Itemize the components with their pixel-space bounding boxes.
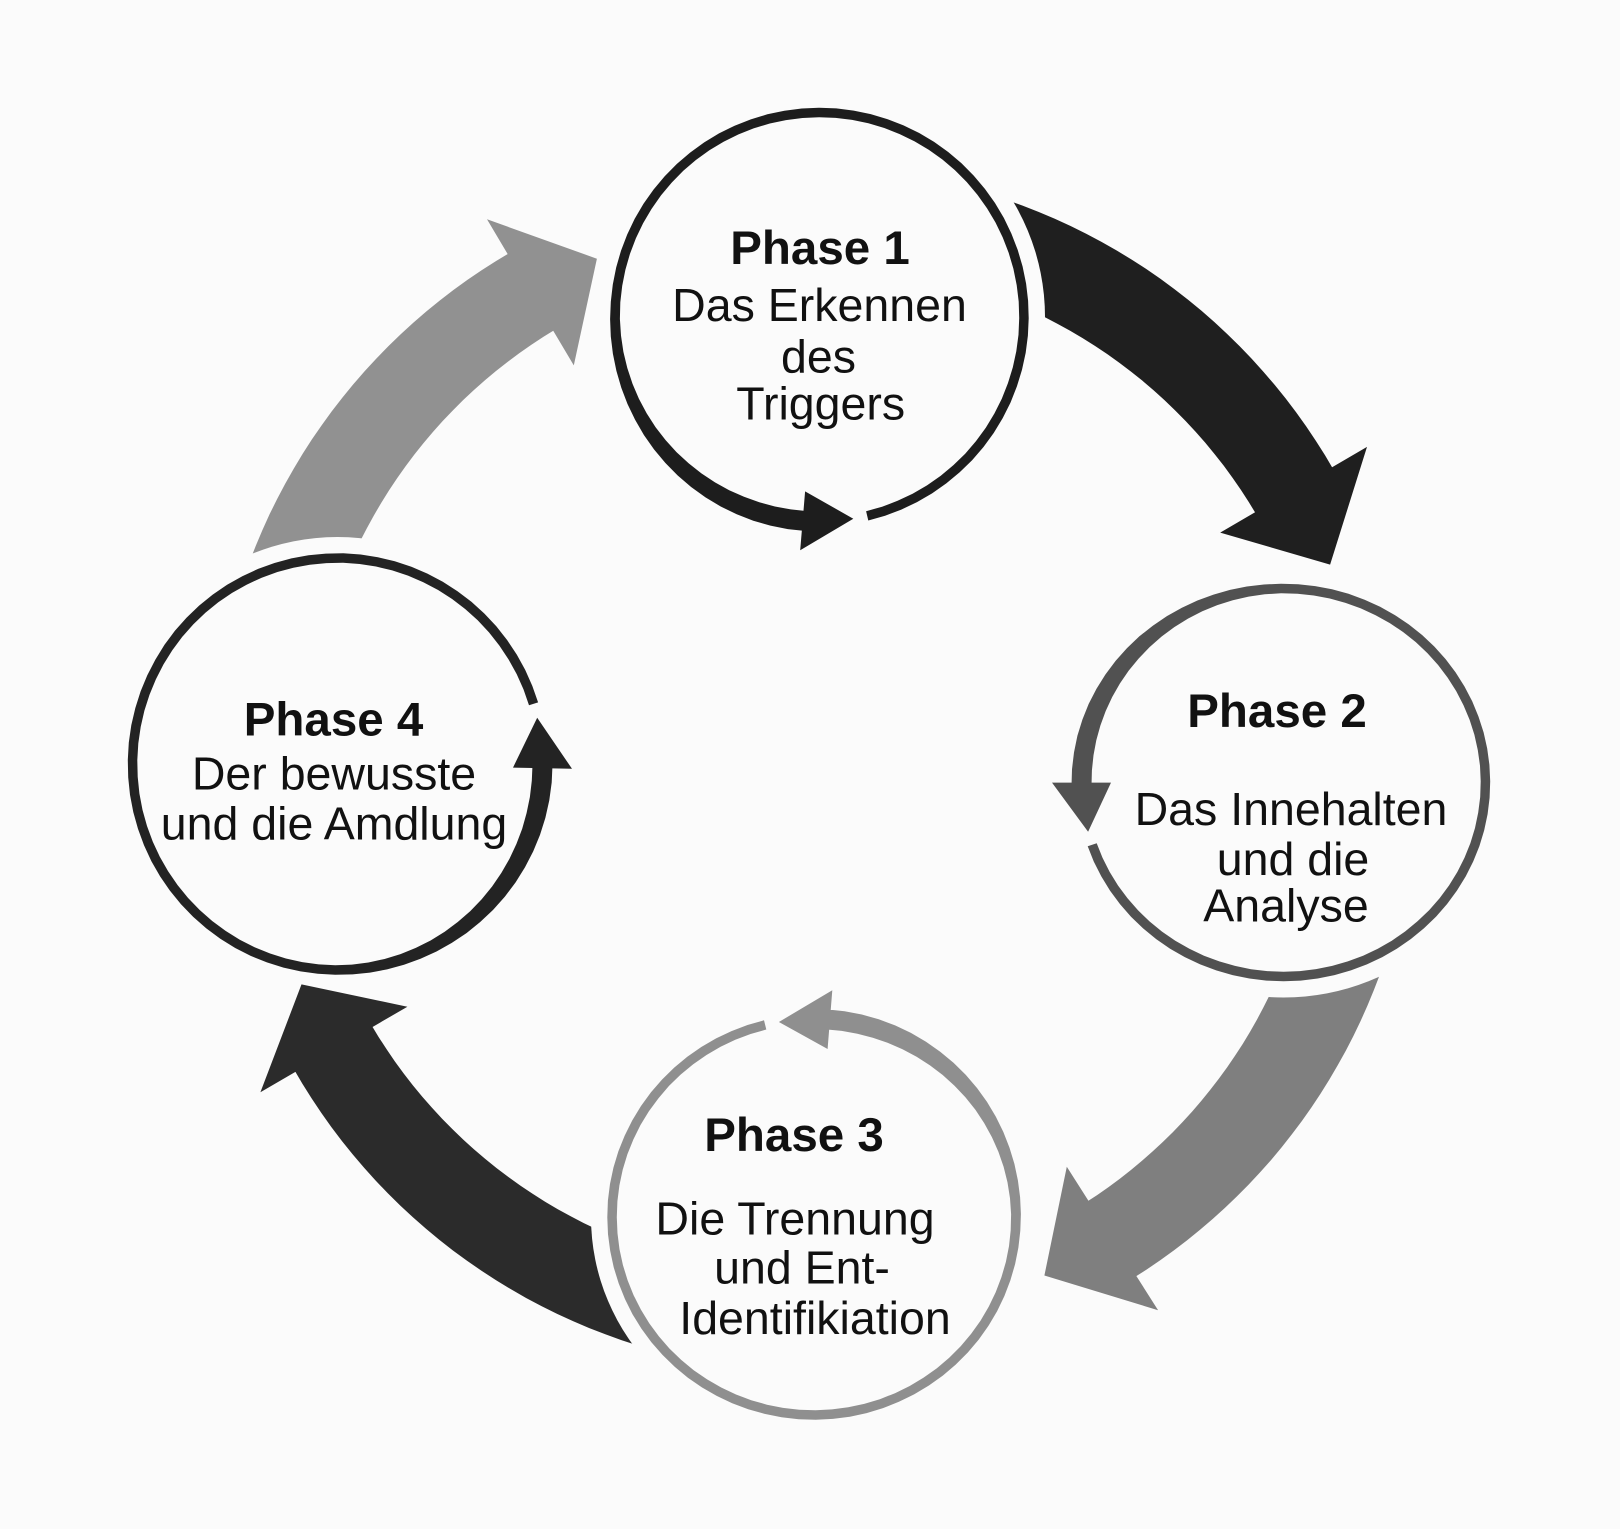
svg-text:und Ent-: und Ent- xyxy=(714,1242,890,1294)
svg-text:des: des xyxy=(781,330,856,382)
svg-text:Identifikiation: Identifikiation xyxy=(679,1292,950,1344)
svg-text:Phase 4: Phase 4 xyxy=(244,694,424,747)
svg-text:Phase 2: Phase 2 xyxy=(1187,685,1367,738)
svg-text:Das Erkennen: Das Erkennen xyxy=(672,279,967,331)
svg-text:und die: und die xyxy=(1217,833,1370,885)
svg-text:Der bewusste: Der bewusste xyxy=(192,748,476,800)
svg-text:Phase 3: Phase 3 xyxy=(704,1109,884,1162)
svg-text:Triggers: Triggers xyxy=(736,378,905,430)
svg-text:Analyse: Analyse xyxy=(1203,880,1368,932)
svg-text:und die Amdlung: und die Amdlung xyxy=(161,798,507,850)
svg-text:Das Innehalten: Das Innehalten xyxy=(1135,783,1448,835)
svg-text:Die Trennung: Die Trennung xyxy=(655,1193,934,1245)
svg-text:Phase 1: Phase 1 xyxy=(730,222,910,275)
